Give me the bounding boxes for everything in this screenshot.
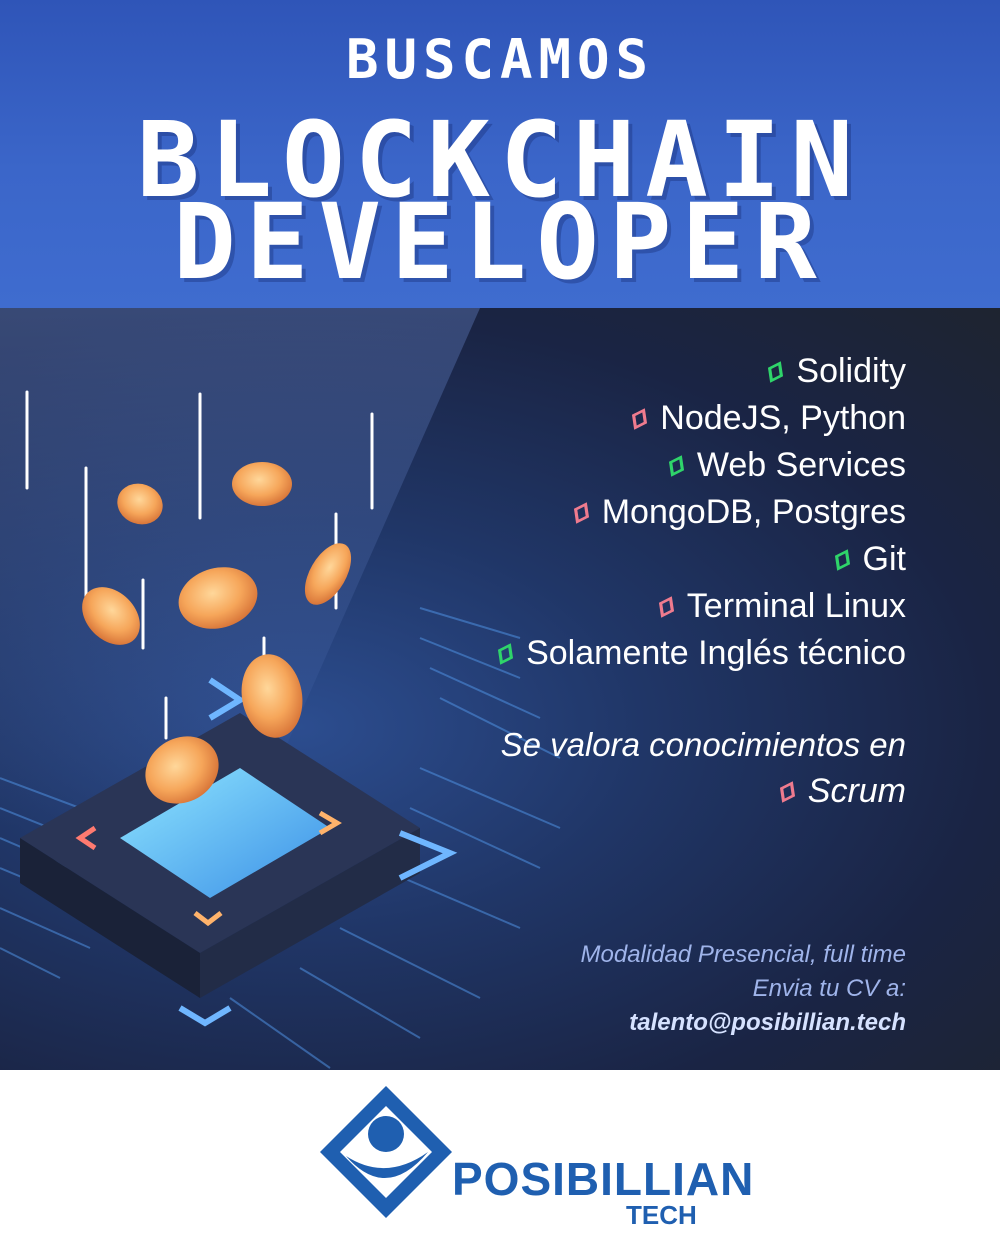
- list-item: Terminal Linux: [499, 583, 906, 630]
- headline-line1: BLOCKCHAIN: [136, 99, 864, 221]
- crypto-coins: [82, 462, 352, 804]
- list-item: NodeJS, Python: [499, 395, 906, 442]
- hero-section: Solidity NodeJS, Python Web Services Mon…: [0, 308, 1000, 1070]
- valora-item: Scrum: [779, 772, 906, 811]
- list-item: Solidity: [499, 348, 906, 395]
- poster-header: BUSCAMOS BLOCKCHAIN DEVELOPER: [0, 0, 1000, 308]
- list-item: Web Services: [499, 442, 906, 489]
- diamond-bullet-icon: [779, 780, 795, 803]
- brand-footer: POSIBILLIAN TECH: [0, 1070, 1000, 1250]
- skill-label: Solamente Inglés técnico: [526, 634, 906, 672]
- skill-label: Solidity: [796, 352, 906, 390]
- diamond-bullet-icon: [498, 642, 514, 665]
- skill-label: NodeJS, Python: [660, 399, 906, 437]
- skill-label: Git: [862, 540, 906, 578]
- list-item: Git: [499, 536, 906, 583]
- skill-label: Terminal Linux: [686, 587, 906, 625]
- posibillian-logo-icon: [320, 1086, 452, 1218]
- light-beam: [0, 308, 480, 828]
- brand-name: POSIBILLIAN: [452, 1153, 755, 1205]
- brand-subtitle: TECH: [626, 1200, 697, 1230]
- diamond-bullet-icon: [668, 454, 684, 477]
- modality-text: Modalidad Presencial, full time: [580, 941, 907, 968]
- kicker-text: BUSCAMOS: [345, 28, 655, 91]
- send-cv-text: Envia tu CV a:: [752, 975, 906, 1002]
- skill-label: Web Services: [696, 446, 906, 484]
- contact-block: Modalidad Presencial, full time Envia tu…: [581, 938, 907, 1040]
- diamond-bullet-icon: [834, 548, 850, 571]
- list-item: MongoDB, Postgres: [499, 489, 906, 536]
- diamond-bullet-icon: [768, 360, 784, 383]
- diamond-bullet-icon: [632, 407, 648, 430]
- contact-email-link[interactable]: talento@posibillian.tech: [629, 1009, 906, 1036]
- valora-heading: Se valora conocimientos en: [500, 726, 906, 763]
- diamond-bullet-icon: [658, 595, 674, 618]
- processor-chip: [20, 677, 458, 1027]
- diamond-bullet-icon: [573, 501, 589, 524]
- list-item: Solamente Inglés técnico: [498, 630, 906, 677]
- valora-item-label: Scrum: [807, 772, 906, 810]
- chip-illustration: [0, 308, 561, 1069]
- headline-line2: DEVELOPER: [173, 181, 827, 303]
- skill-label: MongoDB, Postgres: [601, 493, 906, 531]
- skills-list: Solidity NodeJS, Python Web Services Mon…: [498, 348, 906, 677]
